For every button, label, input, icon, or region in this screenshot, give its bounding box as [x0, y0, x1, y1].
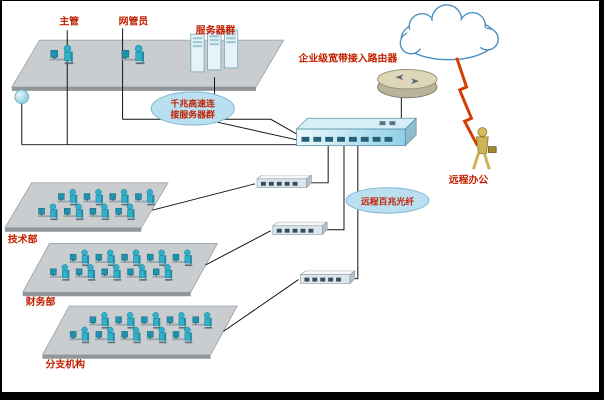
main-switch-icon: [295, 117, 418, 147]
callout-fiber-text: 远程百兆光纤: [361, 195, 414, 207]
label-branch-org: 分支机构: [45, 358, 85, 371]
small-switch-icon: [300, 270, 356, 284]
network-line: [152, 183, 256, 211]
server-tower-icon: [190, 33, 205, 73]
callout-gigabit-text-line2: 接服务器群: [171, 108, 216, 120]
network-line: [205, 230, 272, 266]
label-tech-dept: 技术部: [8, 232, 38, 245]
lightning-icon: [455, 57, 479, 147]
callout-gigabit-link: 千兆高速连 接服务器群: [150, 91, 235, 126]
label-server-farm: 服务器群: [196, 23, 236, 36]
small-switch-icon: [256, 174, 312, 189]
network-line: [310, 145, 329, 184]
network-line: [217, 121, 297, 141]
callout-fiber-link: 远程百兆光纤: [345, 187, 430, 214]
internet-cloud-icon: [399, 4, 499, 61]
network-line: [223, 279, 299, 332]
node-dot-icon: [14, 89, 30, 105]
label-finance-dept: 财务部: [25, 295, 56, 308]
label-supervisor: 主管: [59, 15, 79, 28]
label-remote-office: 远程办公: [449, 173, 489, 186]
platform-tech-dept: [4, 182, 169, 232]
small-switch-icon: [272, 221, 328, 236]
network-line: [353, 145, 359, 280]
diagram-canvas: 千兆高速连 接服务器群 远程百兆光纤 主管 网管员 服务器群 企业级宽带接入路由…: [4, 4, 499, 371]
remote-worker-icon: [472, 127, 497, 170]
label-net-admin: 网管员: [119, 15, 149, 28]
callout-gigabit-text-line1: 千兆高速连: [171, 98, 216, 110]
server-tower-icon: [207, 31, 222, 71]
router-icon: [377, 68, 438, 99]
network-line: [326, 145, 345, 231]
platform-servers: [11, 39, 285, 91]
label-access-router: 企业级宽带接入路由器: [298, 52, 398, 65]
